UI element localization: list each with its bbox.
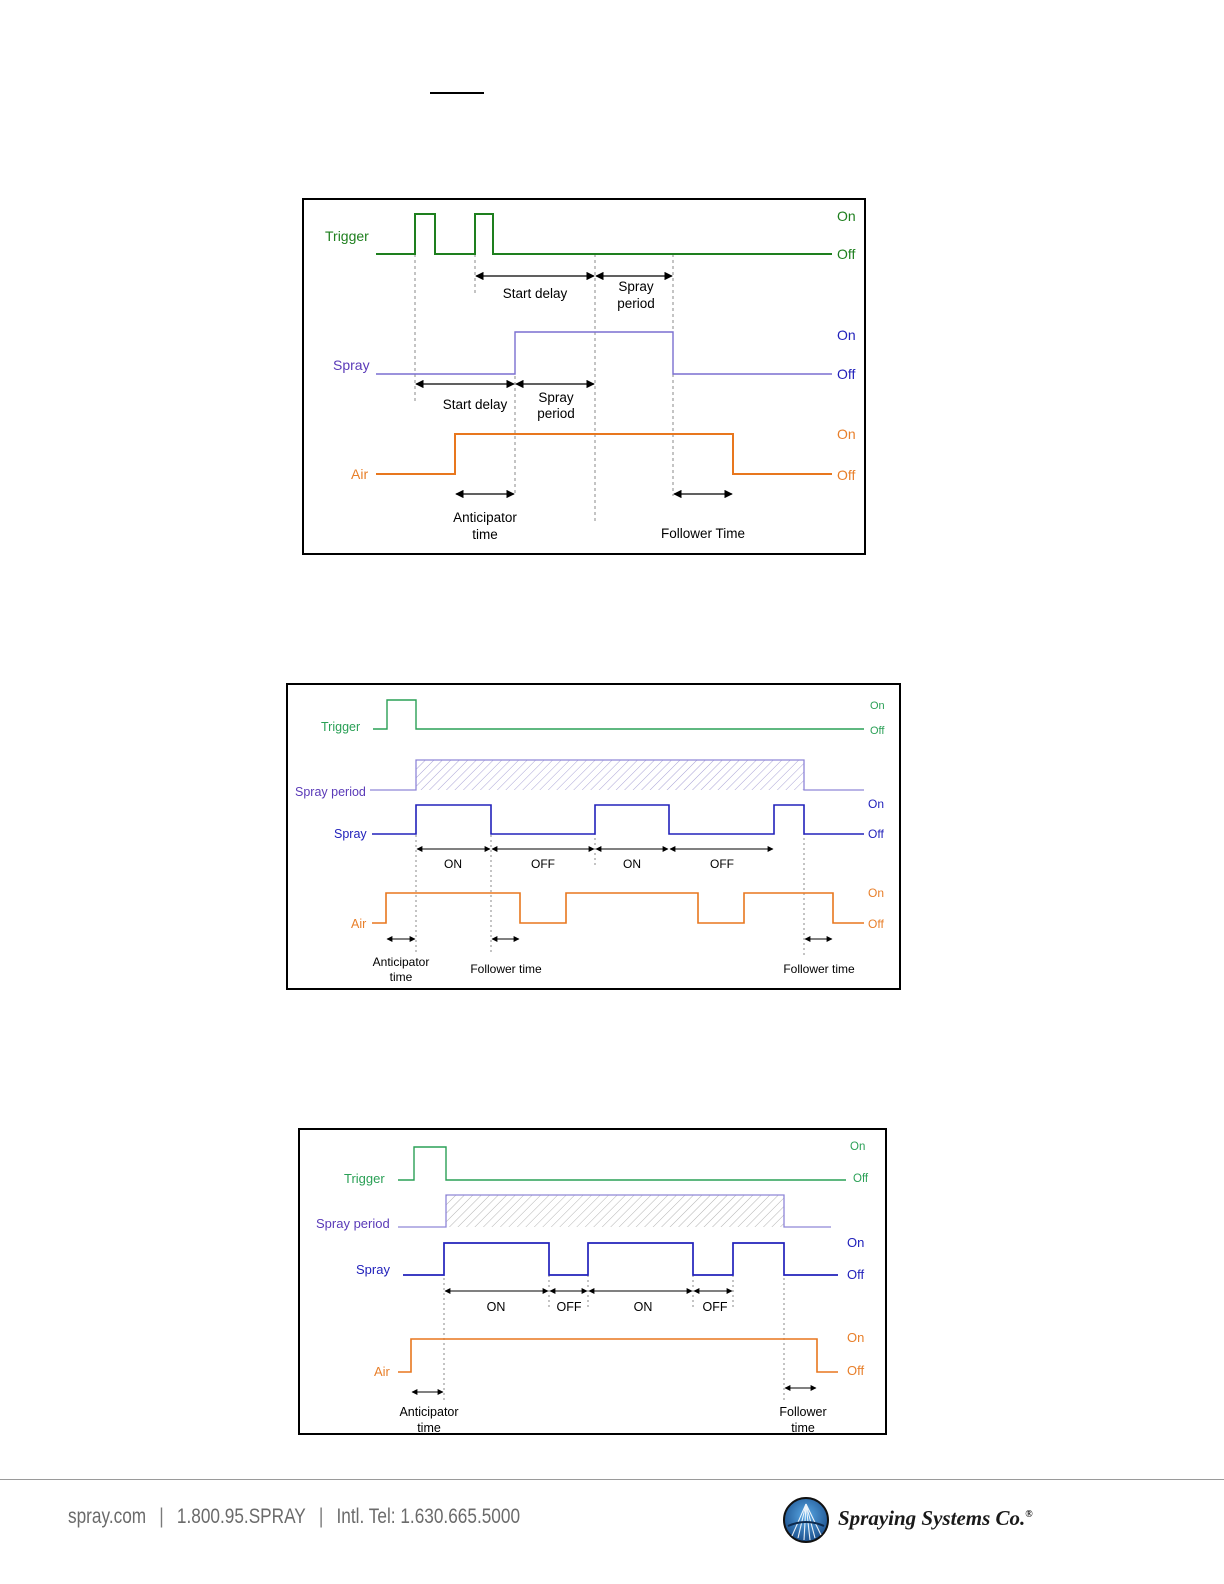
spray-label: Spray: [356, 1262, 390, 1277]
air-signal: [376, 433, 832, 475]
spray-period-hatch: [416, 760, 804, 790]
spray-period-label: Spray period: [295, 785, 366, 799]
spray-on-label: On: [837, 327, 856, 343]
timing-diagram-pulse-air-continuous: Trigger On Off Spray period Spray On Off…: [298, 1128, 887, 1435]
air-label: Air: [351, 466, 368, 482]
trigger-on-label: On: [837, 208, 856, 224]
trigger-off-label: Off: [853, 1173, 869, 1185]
footer-divider: [0, 1479, 1224, 1480]
spray-period-hatch: [446, 1195, 784, 1227]
follower-label-2: Follower time: [783, 962, 855, 976]
air-on-label: On: [847, 1330, 864, 1345]
trigger-label: Trigger: [321, 720, 360, 734]
spray-signal: [376, 331, 832, 375]
footer-contact: spray.com | 1.800.95.SPRAY | Intl. Tel: 1.63…: [68, 1505, 520, 1529]
footer-phone[interactable]: 1.800.95.SPRAY: [176, 1505, 306, 1528]
spray-period-label-top-2: period: [617, 296, 655, 311]
spray-off-label: Off: [847, 1267, 864, 1282]
trigger-signal: [376, 213, 832, 255]
timing-diagram-pulse-air-cycling: Trigger On Off Spray period Spray On Off…: [286, 683, 901, 990]
spray-globe-icon: [783, 1497, 829, 1543]
air-signal: [398, 1338, 838, 1373]
spray-on-label: On: [847, 1235, 864, 1250]
anticipator-label-1: Anticipator: [373, 955, 430, 969]
trigger-on-label: On: [850, 1141, 865, 1153]
heading-underline: [430, 92, 484, 94]
trigger-signal: [373, 699, 864, 730]
spray-period-signal: [398, 1194, 831, 1228]
trigger-signal: [398, 1146, 846, 1181]
footer-separator: |: [159, 1505, 164, 1528]
anticipator-label-2: time: [472, 527, 498, 542]
company-logo: Spraying Systems Co.®: [782, 1496, 1072, 1546]
air-on-label: On: [868, 886, 884, 900]
anticipator-label-1: Anticipator: [453, 510, 517, 525]
air-off-label: Off: [868, 917, 884, 931]
footer-separator: |: [318, 1505, 324, 1528]
air-off-label: Off: [847, 1363, 864, 1378]
spray-signal: [403, 1242, 838, 1276]
spray-period-signal: [370, 759, 864, 791]
spray-signal: [372, 804, 864, 835]
start-delay-label-mid: Start delay: [443, 397, 508, 412]
trigger-on-label: On: [870, 700, 885, 712]
spray-label: Spray: [334, 827, 367, 841]
guide-lines: [415, 805, 805, 955]
footer-website-link[interactable]: spray.com: [68, 1505, 147, 1528]
air-signal: [372, 892, 864, 924]
trigger-off-label: Off: [870, 725, 885, 737]
air-label: Air: [374, 1364, 391, 1379]
off-label-2: OFF: [710, 857, 734, 871]
air-on-label: On: [837, 426, 856, 442]
spray-off-label: Off: [837, 366, 856, 382]
trigger-off-label: Off: [837, 246, 856, 262]
spray-period-label: Spray period: [316, 1216, 390, 1231]
spray-on-label: On: [868, 797, 884, 811]
follower-label-1: Follower: [779, 1405, 826, 1419]
spray-period-label-mid-1: Spray: [538, 390, 574, 405]
off-label-1: OFF: [557, 1300, 582, 1314]
off-label-1: OFF: [531, 857, 555, 871]
spray-off-label: Off: [868, 827, 884, 841]
air-off-label: Off: [837, 467, 856, 483]
air-label: Air: [351, 917, 366, 931]
anticipator-label-2: time: [417, 1421, 441, 1435]
on-label-2: ON: [623, 857, 641, 871]
anticipator-label-1: Anticipator: [399, 1405, 458, 1419]
spray-period-label-mid-2: period: [537, 406, 575, 421]
start-delay-label-top: Start delay: [503, 286, 568, 301]
on-label-2: ON: [634, 1300, 653, 1314]
follower-label: Follower Time: [661, 526, 745, 541]
trigger-label: Trigger: [325, 228, 369, 244]
company-name: Spraying Systems Co.®: [838, 1506, 1033, 1530]
trigger-label: Trigger: [344, 1171, 385, 1186]
off-label-2: OFF: [703, 1300, 728, 1314]
footer-intl-phone[interactable]: Intl. Tel: 1.630.665.5000: [336, 1505, 521, 1528]
on-label-1: ON: [487, 1300, 506, 1314]
follower-label-2: time: [791, 1421, 815, 1435]
follower-label-1: Follower time: [470, 962, 542, 976]
anticipator-label-2: time: [390, 970, 413, 984]
spray-label: Spray: [333, 357, 370, 373]
timing-diagram-start-delay: Trigger On Off Start delay Spray period …: [302, 198, 866, 555]
spray-period-label-top-1: Spray: [618, 279, 654, 294]
on-label-1: ON: [444, 857, 462, 871]
